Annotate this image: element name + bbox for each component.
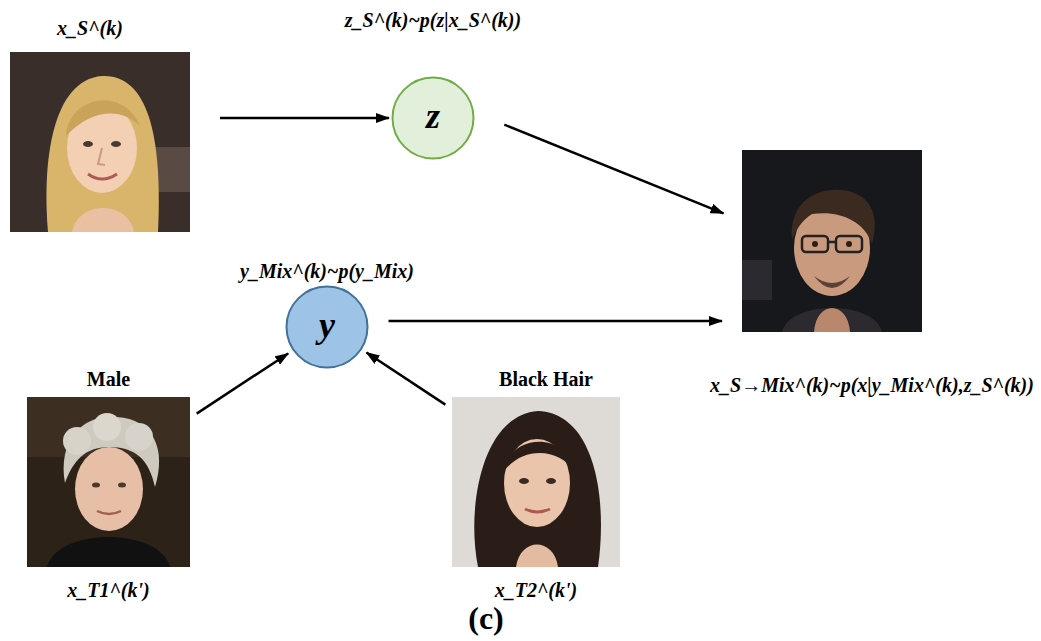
illustration-part (504, 442, 574, 471)
illustration-part (814, 276, 850, 288)
distribution-label: y_Mix^(k)~p(y_Mix) (240, 260, 414, 283)
target-image: Black Hairx_T2^(k') (452, 397, 620, 567)
illustration-part (742, 260, 772, 300)
illustration-part (742, 150, 922, 332)
illustration-part (93, 413, 121, 441)
illustration-part (516, 545, 558, 568)
illustration-part (66, 101, 140, 136)
illustration-part (27, 397, 190, 567)
attribute-node: y_Mix^(k)~p(y_Mix)y (285, 285, 369, 369)
illustration-part (92, 483, 100, 488)
circle-shape (287, 287, 368, 368)
illustration-part (452, 397, 620, 567)
illustration-part (63, 427, 91, 455)
target-image: Malex_T1^(k') (27, 397, 190, 567)
illustration-part (97, 511, 121, 514)
arrow-connector (366, 353, 445, 405)
illustration-part (72, 208, 134, 232)
latent-node: z_S^(k)~p(z|x_S^(k))z (391, 76, 475, 160)
image-label: x_T2^(k') (495, 579, 578, 602)
variable-symbol: z (426, 96, 440, 137)
illustration-part (111, 141, 121, 147)
circle-shape (393, 78, 474, 159)
illustration-part (98, 148, 105, 165)
figure-caption: (c) (468, 602, 504, 634)
illustration-part (474, 411, 601, 567)
output-photo (742, 150, 922, 332)
illustration-part (846, 241, 852, 247)
illustration-part (814, 308, 850, 332)
output-image: x_S→Mix^(k)~p(x|y_Mix^(k),z_S^(k)) (742, 150, 922, 332)
illustration-part (10, 52, 190, 232)
arrow-connector (197, 353, 288, 413)
illustration-part (75, 447, 143, 531)
image-label: x_T1^(k') (67, 579, 150, 602)
illustration-part (525, 509, 550, 512)
attribute-label: Male (87, 368, 130, 391)
illustration-part (118, 483, 126, 488)
arrow-connector (220, 117, 389, 120)
attribute-label: Black Hair (499, 368, 593, 391)
male-photo (27, 397, 190, 567)
source-photo (10, 52, 190, 232)
illustration-part (828, 241, 836, 244)
distribution-label: z_S^(k)~p(z|x_S^(k)) (345, 9, 521, 32)
illustration-part (812, 241, 818, 247)
illustration-part (802, 236, 828, 252)
illustration-part (782, 308, 882, 332)
source-image: x_S^(k) (10, 52, 190, 232)
distribution-label: x_S→Mix^(k)~p(x|y_Mix^(k),z_S^(k)) (710, 374, 1034, 397)
illustration-part (546, 478, 556, 484)
black-hair-photo (452, 397, 620, 567)
illustration-part (125, 423, 153, 451)
variable-symbol: y (319, 305, 335, 346)
arrow-connector (504, 125, 723, 214)
illustration-part (83, 141, 93, 147)
illustration-part (519, 478, 529, 484)
illustration-part (46, 76, 158, 232)
illustration-part (836, 236, 862, 252)
image-label: x_S^(k) (57, 17, 123, 40)
illustration-part (47, 537, 170, 567)
illustration-part (88, 174, 117, 179)
arrow-connector (389, 320, 722, 323)
